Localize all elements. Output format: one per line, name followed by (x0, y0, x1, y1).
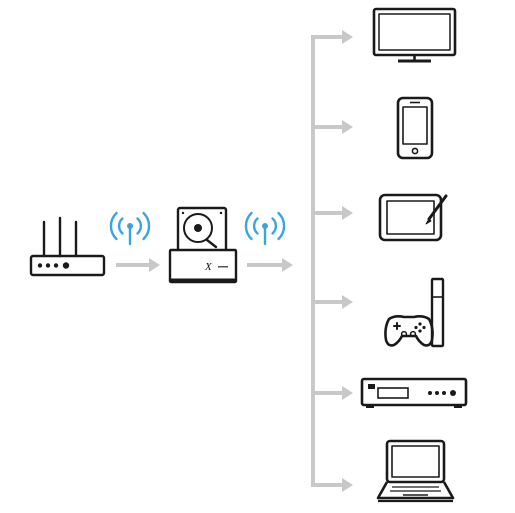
hdd-dock-icon: X (168, 206, 238, 284)
console-tower-icon (430, 277, 445, 348)
dock-brand-mark: X (204, 261, 213, 273)
connector-arrow (247, 258, 293, 272)
connector-arrow (313, 295, 353, 309)
tv-icon (372, 7, 457, 63)
gamepad-icon (384, 315, 434, 347)
stylus-icon (425, 194, 448, 225)
smartphone-icon (396, 96, 434, 160)
router-icon (29, 216, 106, 277)
wifi-signal-icon (109, 211, 151, 246)
game-console-icon (384, 277, 445, 348)
connector-arrow (313, 386, 353, 400)
connector-arrow (313, 206, 353, 220)
connector-arrow (313, 478, 353, 492)
laptop-icon (376, 439, 455, 503)
connector-arrow (116, 258, 160, 272)
wifi-signal-icon (244, 211, 286, 246)
connector-arrow (313, 30, 353, 44)
connector-arrow (313, 120, 353, 134)
media-player-icon (360, 377, 468, 408)
tablet-icon (378, 193, 448, 242)
